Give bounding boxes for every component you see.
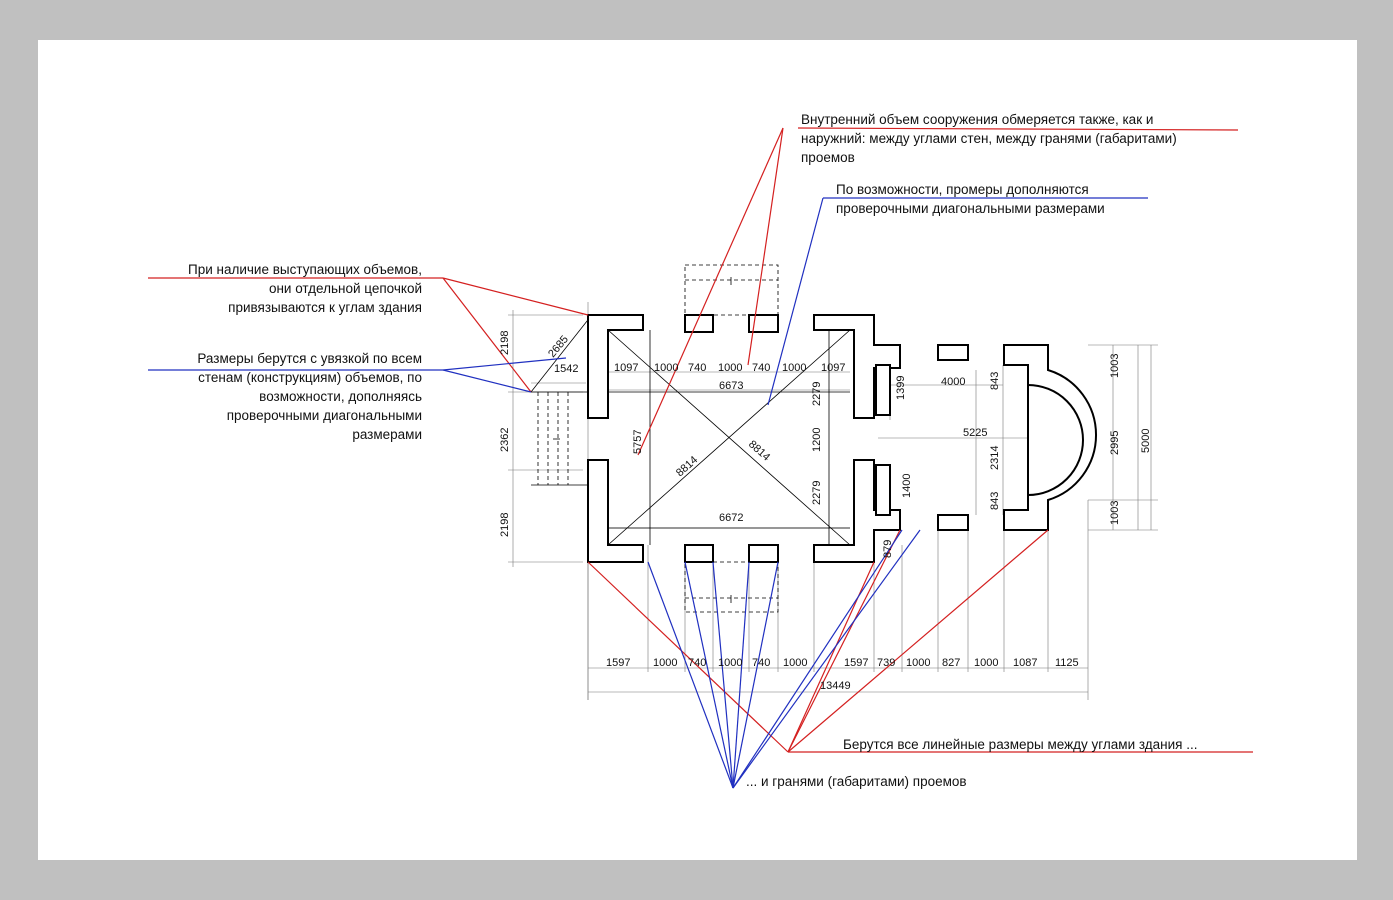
note-left-red-line-1: При наличие выступающих объемов, (188, 262, 422, 277)
south-pier-2 (748, 544, 779, 563)
dim-bottom-1597a: 1597 (606, 657, 630, 669)
dim-2314: 2314 (989, 446, 1001, 470)
west-steps (531, 391, 588, 486)
dim-2685: 2685 (546, 333, 571, 359)
sanctuary-south-wall-a (875, 464, 891, 516)
dim-bottom-740a: 740 (688, 657, 706, 669)
dim-2362: 2362 (499, 428, 511, 452)
dim-bottom-1000a: 1000 (653, 657, 677, 669)
building-walls (587, 314, 1098, 563)
dim-bottom-1000d: 1000 (906, 657, 930, 669)
red-leaders (148, 127, 1253, 753)
east-wall-south (813, 459, 901, 563)
dim-bottom-1125: 1125 (1055, 657, 1079, 669)
note-top-red-line-2: наружний: между углами стен, между граня… (801, 131, 1177, 146)
sanctuary-north-pier (937, 344, 969, 361)
dim-1003a: 1003 (1109, 354, 1121, 378)
west-wall-south (587, 459, 644, 563)
dim-843a: 843 (989, 372, 1001, 390)
dim-top-1097a: 1097 (614, 362, 638, 374)
note-left-blue: Размеры берутся с увязкой по всем стенам… (197, 351, 422, 442)
note-top-blue-line-1: По возможности, промеры дополняются (836, 182, 1089, 197)
dim-bottom-739: 739 (877, 657, 895, 669)
note-left-blue-line-5: размерами (352, 427, 422, 442)
dim-2995: 2995 (1109, 431, 1121, 455)
note-top-red-line-3: проемов (801, 150, 855, 165)
dim-5000: 5000 (1140, 429, 1152, 453)
dim-4000: 4000 (941, 376, 965, 388)
note-left-blue-line-3: возможности, дополняясь (259, 389, 422, 404)
dim-5225: 5225 (963, 427, 987, 439)
note-left-blue-line-2: стенам (конструкциям) объемов, по (198, 370, 422, 385)
sanctuary-north-wall-a (875, 364, 891, 416)
dim-13449: 13449 (820, 680, 851, 692)
dim-1542: 1542 (554, 363, 578, 375)
dim-2198b: 2198 (499, 513, 511, 537)
dim-1400: 1400 (901, 474, 913, 498)
note-left-red: При наличие выступающих объемов, они отд… (188, 262, 422, 315)
apse-inner (1027, 384, 1084, 496)
dim-1200: 1200 (811, 428, 823, 452)
dim-top-1097b: 1097 (821, 362, 845, 374)
dim-bottom-1597b: 1597 (844, 657, 868, 669)
dim-top-740b: 740 (752, 362, 770, 374)
floor-plan-drawing: 2198 2685 1542 2362 2198 1097 1000 740 1… (148, 112, 1253, 789)
dim-5757: 5757 (632, 430, 644, 454)
apse-wall (1003, 344, 1098, 531)
note-top-red: Внутренний объем сооружения обмеряется т… (801, 112, 1177, 165)
dim-bottom-740b: 740 (752, 657, 770, 669)
note-left-red-line-2: они отдельной цепочкой (269, 281, 422, 296)
note-top-red-line-1: Внутренний объем сооружения обмеряется т… (801, 112, 1153, 127)
dim-6673: 6673 (719, 380, 743, 392)
dim-bottom-1087: 1087 (1013, 657, 1037, 669)
dim-2279b: 2279 (811, 481, 823, 505)
note-left-blue-line-4: проверочными диагональными (227, 408, 422, 423)
dim-1399: 1399 (895, 376, 907, 400)
dimension-lines (508, 302, 1158, 700)
dim-bottom-1000b: 1000 (718, 657, 742, 669)
dim-top-1000a: 1000 (654, 362, 678, 374)
porches (531, 264, 779, 613)
dim-top-1000c: 1000 (782, 362, 806, 374)
dim-6672: 6672 (719, 512, 743, 524)
note-left-blue-line-1: Размеры берутся с увязкой по всем (197, 351, 422, 366)
note-bottom-blue: ... и гранями (габаритами) проемов (746, 774, 967, 789)
south-pier-1 (684, 544, 714, 563)
dim-2198a: 2198 (499, 331, 511, 355)
dim-bottom-1000e: 1000 (974, 657, 998, 669)
note-left-red-line-3: привязываются к углам здания (228, 300, 422, 315)
note-top-blue: По возможности, промеры дополняются пров… (836, 182, 1105, 216)
blue-leaders (148, 197, 1148, 789)
diagonal-check-lines (530, 315, 851, 546)
dim-879: 879 (882, 540, 894, 558)
dim-1003b: 1003 (1109, 501, 1121, 525)
note-bottom-red: Берутся все линейные размеры между углам… (843, 737, 1197, 752)
dim-8814b: 8814 (746, 438, 772, 463)
dim-bottom-827: 827 (942, 657, 960, 669)
dim-top-740a: 740 (688, 362, 706, 374)
sanctuary-south-pier (937, 514, 969, 531)
dim-843b: 843 (989, 492, 1001, 510)
dim-top-1000b: 1000 (718, 362, 742, 374)
west-wall-north (587, 314, 644, 419)
north-pier-1 (684, 314, 714, 333)
dim-bottom-1000c: 1000 (783, 657, 807, 669)
east-wall-north (813, 314, 901, 419)
dim-2279a: 2279 (811, 382, 823, 406)
note-top-blue-line-2: проверочными диагональными размерами (836, 201, 1105, 216)
drawing-sheet: 2198 2685 1542 2362 2198 1097 1000 740 1… (38, 40, 1357, 860)
